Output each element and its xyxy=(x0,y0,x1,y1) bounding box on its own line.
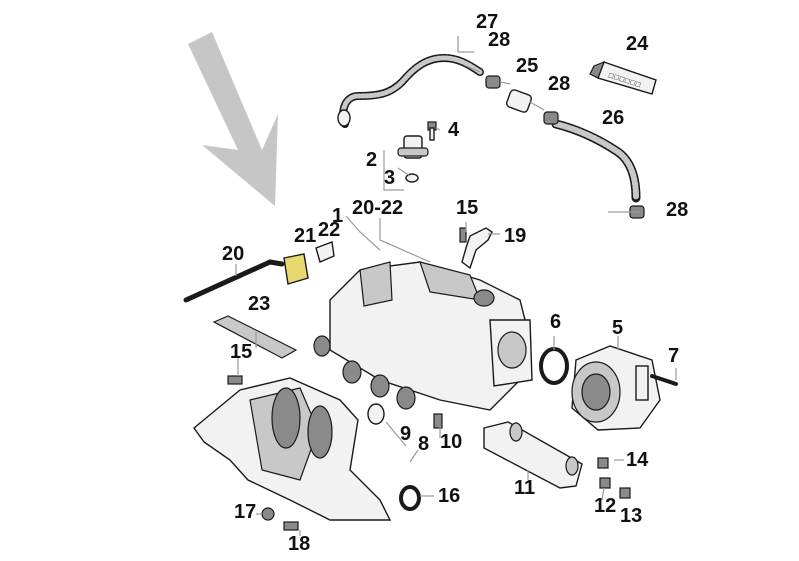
callout-13: 13 xyxy=(620,505,643,527)
callout-28-right: 28 xyxy=(666,199,689,221)
callout-20-22: 20-22 xyxy=(352,197,404,219)
callout-19: 19 xyxy=(504,225,527,247)
callout-28-mid: 28 xyxy=(548,73,571,95)
callout-24: 24 xyxy=(626,33,649,55)
check-valve xyxy=(485,75,645,219)
pointer-arrow xyxy=(188,32,278,206)
callout-5: 5 xyxy=(612,317,624,339)
intake-manifold-lower xyxy=(193,377,392,521)
callout-14: 14 xyxy=(626,449,649,471)
callout-9: 9 xyxy=(400,423,412,445)
callout-15-top: 15 xyxy=(456,197,479,219)
rod-and-bracket xyxy=(183,241,335,303)
sealant-tube: □□□□□□ xyxy=(589,60,657,95)
bracket xyxy=(459,227,493,270)
callout-20: 20 xyxy=(222,243,245,265)
gasket-strip xyxy=(212,315,298,359)
fuel-rail xyxy=(483,421,583,489)
callout-10: 10 xyxy=(440,431,463,453)
callout-18: 18 xyxy=(288,533,311,555)
callout-27: 27 xyxy=(476,11,499,33)
intake-manifold-upper xyxy=(313,261,533,411)
callout-1: 1 xyxy=(332,205,344,227)
callout-17: 17 xyxy=(234,501,257,523)
callout-26: 26 xyxy=(602,107,625,129)
callout-28-top: 28 xyxy=(488,29,511,51)
callout-12: 12 xyxy=(594,495,617,517)
callout-6: 6 xyxy=(550,311,562,333)
callout-7: 7 xyxy=(668,345,680,367)
callout-11: 11 xyxy=(514,477,536,499)
callout-3: 3 xyxy=(384,167,396,189)
callout-15-left: 15 xyxy=(230,341,253,363)
throttle-body xyxy=(571,345,678,431)
callout-16: 16 xyxy=(438,485,461,507)
vacuum-hose-top xyxy=(337,53,484,128)
callout-8: 8 xyxy=(418,433,430,455)
callout-25: 25 xyxy=(516,55,539,77)
callout-22: 22 xyxy=(318,219,341,241)
vacuum-hose-right xyxy=(551,119,641,203)
callout-21: 21 xyxy=(294,225,317,247)
pressure-sensor xyxy=(397,121,437,183)
callout-23: 23 xyxy=(248,293,271,315)
callout-4: 4 xyxy=(448,119,460,141)
callout-2: 2 xyxy=(366,149,378,171)
seal-ring xyxy=(399,485,421,511)
throttle-seal xyxy=(539,347,569,385)
leader-lines xyxy=(235,36,677,536)
